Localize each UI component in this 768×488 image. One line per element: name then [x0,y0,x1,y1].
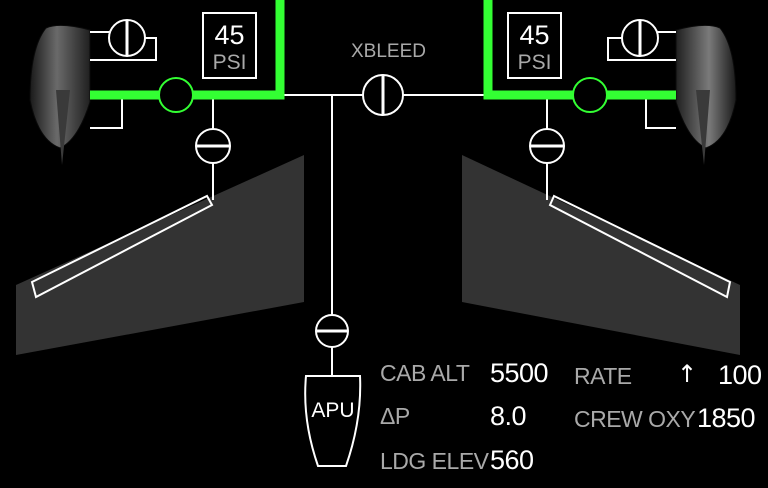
right-duct-unit: PSI [517,51,552,74]
right-wing [462,155,740,355]
ldg-elev-value: 560 [490,445,534,475]
left-bleed-active [90,0,285,100]
right-wing-duct [548,194,732,299]
apu-valve[interactable] [315,314,349,348]
xbleed-valve[interactable] [362,74,404,116]
right-engine [675,24,737,149]
apu-label: APU [311,399,355,422]
right-duct-pressure: 45 [519,20,550,50]
rate-label: RATE [574,363,632,389]
left-hp-valve[interactable] [108,19,146,57]
left-bleed-valve[interactable] [158,77,194,113]
left-lp-duct [90,96,123,129]
crew-oxy-label: CREW OXY [574,406,696,432]
right-lp-duct [645,96,676,129]
right-bleed-valve[interactable] [572,77,608,113]
delta-p-value: 8.0 [490,401,527,431]
left-wing [16,155,304,355]
left-wing-duct [30,194,214,299]
right-hp-loop [607,37,676,61]
rate-value: 100 [718,360,762,390]
ldg-elev-label: LDG ELEV [380,448,489,474]
right-engine-pylon [696,90,710,165]
left-duct-unit: PSI [212,51,247,74]
right-bleed-active [483,0,676,100]
cab-alt-label: CAB ALT [380,360,470,386]
right-psi-box [507,12,562,79]
crew-oxy-value: 1850 [697,403,756,433]
left-duct-pressure: 45 [214,20,245,50]
left-hp-loop [90,37,157,61]
left-engine [29,24,91,149]
right-hp-valve[interactable] [621,19,659,57]
apu-outline [304,375,362,467]
left-psi-box [202,12,257,79]
delta-p-label: ΔP [380,403,410,429]
left-engine-pylon [56,90,70,165]
right-pack-valve[interactable] [529,128,565,164]
xbleed-label: XBLEED [351,41,426,62]
rate-up-arrow-icon: ↑ [677,360,698,388]
left-pack-valve[interactable] [195,128,231,164]
cab-alt-value: 5500 [490,358,549,388]
